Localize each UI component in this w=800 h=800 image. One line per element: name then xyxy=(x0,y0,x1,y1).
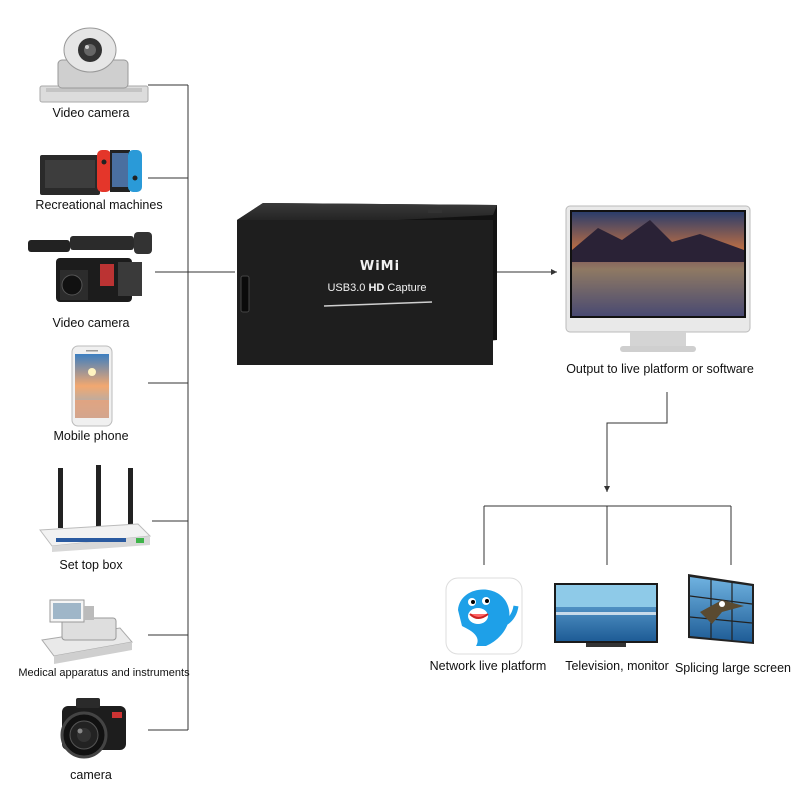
source-label-1: Video camera xyxy=(52,106,130,120)
dolphin-icon xyxy=(445,577,523,655)
router-icon xyxy=(39,465,152,552)
medical-device-icon xyxy=(41,599,133,664)
capture-card-icon xyxy=(237,203,497,365)
dslr-camera-icon xyxy=(60,698,126,759)
device-model-suffix: Capture xyxy=(384,282,427,294)
source-label-7: camera xyxy=(70,768,112,782)
destination-label-2: Television, monitor xyxy=(565,659,669,673)
destination-label-3: Splicing large screen xyxy=(674,661,792,675)
source-label-2: Recreational machines xyxy=(35,198,163,212)
device-model: USB3.0 HD Capture xyxy=(314,282,440,294)
device-model-prefix: USB3.0 xyxy=(327,282,369,294)
ptz-camera-icon xyxy=(39,27,149,103)
device-brand: WiMi xyxy=(359,259,401,274)
source-label-6: Medical apparatus and instruments xyxy=(18,667,190,679)
output-label: Output to live platform or software xyxy=(566,362,754,376)
source-label-4: Mobile phone xyxy=(53,429,129,443)
television-icon xyxy=(554,583,658,647)
connector-lines xyxy=(148,84,732,731)
mobile-phone-icon xyxy=(71,345,113,427)
game-console-icon xyxy=(40,150,142,195)
device-model-bold: HD xyxy=(368,282,385,294)
monitor-icon xyxy=(565,205,751,352)
monitor-to-split-arrow xyxy=(604,392,668,492)
source-label-5: Set top box xyxy=(59,558,123,572)
destination-label-1: Network live platform xyxy=(429,659,547,673)
video-wall-icon xyxy=(688,574,754,644)
camcorder-icon xyxy=(28,232,152,302)
source-label-3: Video camera xyxy=(52,316,130,330)
